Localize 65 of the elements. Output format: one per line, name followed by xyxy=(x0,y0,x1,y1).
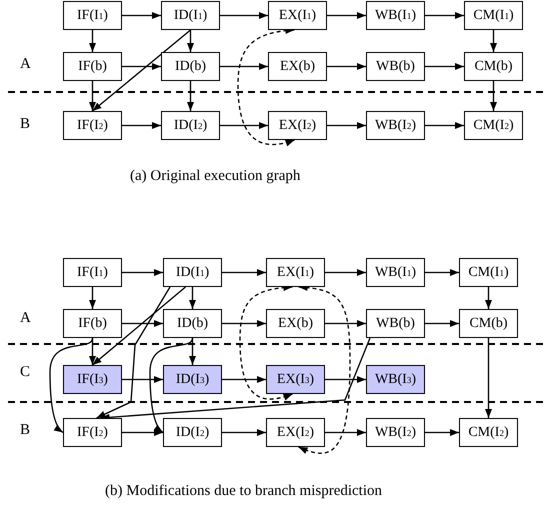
row-label: A xyxy=(20,310,31,327)
stage-box: IF(b) xyxy=(63,309,122,338)
dashed-arrow xyxy=(239,284,293,400)
arrow xyxy=(49,338,94,433)
arrow xyxy=(325,376,366,383)
arrow xyxy=(327,12,366,19)
arrow xyxy=(89,81,96,111)
row-label: B xyxy=(20,422,30,439)
arrow xyxy=(187,30,194,52)
arrow xyxy=(325,269,366,276)
figure-caption: (a) Original execution graph xyxy=(130,168,300,185)
arrow xyxy=(327,122,366,129)
arrow xyxy=(485,287,492,309)
arrow xyxy=(222,429,266,436)
arrow xyxy=(96,286,171,419)
arrow xyxy=(189,287,196,309)
stage-box: WB(b) xyxy=(366,52,425,81)
arrow xyxy=(425,320,459,327)
arrow xyxy=(485,338,492,418)
row-label: C xyxy=(20,364,30,381)
row-label: A xyxy=(20,56,31,73)
stage-box: CM(b) xyxy=(459,309,518,338)
arrow xyxy=(222,376,266,383)
stage-box: ID(b) xyxy=(161,52,220,81)
arrow xyxy=(187,81,194,111)
arrow xyxy=(425,429,459,436)
arrow xyxy=(100,338,371,421)
dashed-arrow xyxy=(237,27,295,146)
stage-box: EX(b) xyxy=(268,52,327,81)
arrow xyxy=(325,320,366,327)
arrow xyxy=(89,338,96,365)
arrow xyxy=(89,30,96,52)
arrow xyxy=(425,269,459,276)
arrow xyxy=(222,269,266,276)
arrow xyxy=(490,81,497,111)
stage-box: ID(b) xyxy=(163,309,222,338)
arrow xyxy=(122,320,163,327)
arrow xyxy=(122,63,161,70)
figure-caption: (b) Modifications due to branch misprediction xyxy=(105,483,382,500)
arrow xyxy=(425,122,464,129)
arrow xyxy=(89,287,96,309)
arrow xyxy=(122,122,161,129)
arrow xyxy=(189,338,196,365)
arrow xyxy=(122,376,163,383)
stage-box: IF(b) xyxy=(63,52,122,81)
arrow xyxy=(325,429,366,436)
arrow xyxy=(149,338,194,433)
dashed-arrow xyxy=(298,284,351,454)
arrow xyxy=(222,320,266,327)
arrow xyxy=(122,269,163,276)
stage-box: EX(b) xyxy=(266,309,325,338)
arrow xyxy=(220,12,268,19)
arrow xyxy=(220,122,268,129)
arrow xyxy=(92,286,186,366)
arrow xyxy=(490,30,497,52)
arrow xyxy=(122,12,161,19)
arrow xyxy=(425,12,464,19)
row-label: B xyxy=(20,116,30,133)
arrow xyxy=(327,63,366,70)
arrow xyxy=(220,63,268,70)
stage-box: CM(b) xyxy=(464,52,523,81)
arrow xyxy=(92,30,191,112)
arrow xyxy=(425,63,464,70)
arrow xyxy=(122,429,163,436)
stage-box: WB(b) xyxy=(366,309,425,338)
